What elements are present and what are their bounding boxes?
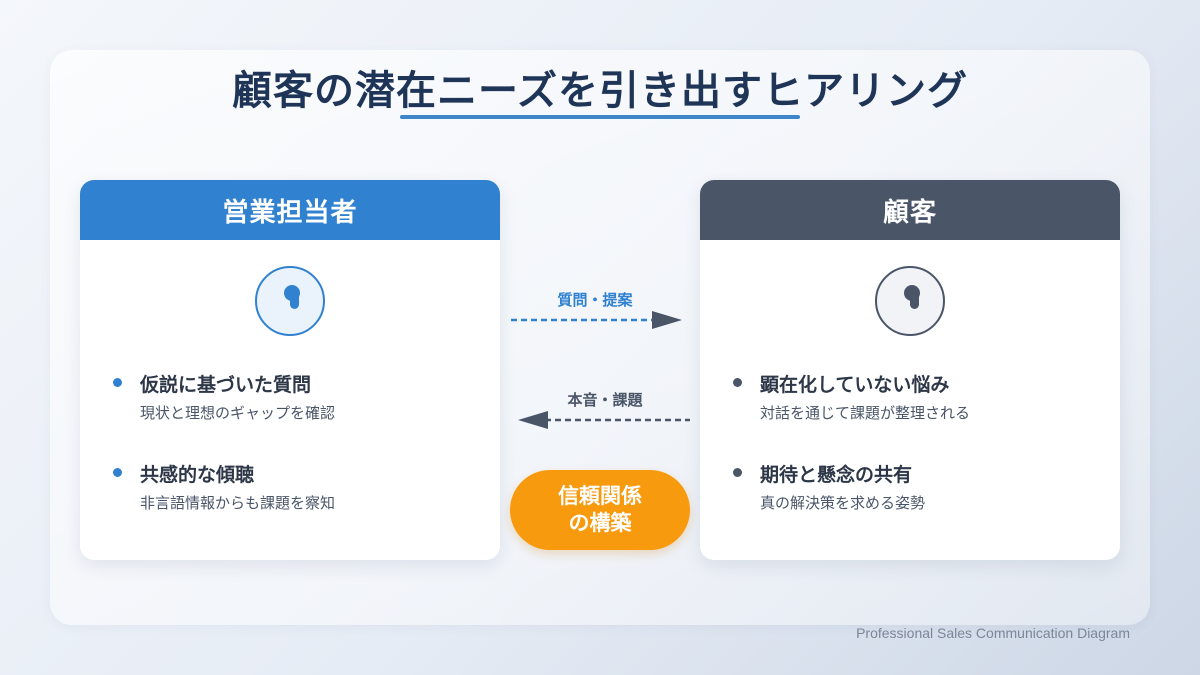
customer-item-desc: 真の解決策を求める姿勢: [760, 494, 926, 512]
page-title: 顧客の潜在ニーズを引き出すヒアリング: [232, 68, 968, 114]
sales-person-icon: [255, 266, 325, 336]
bullet-icon: [733, 378, 742, 387]
sales-item-title: 共感的な傾聴: [140, 464, 255, 486]
customer-item-title: 期待と懸念の共有: [760, 464, 913, 486]
customer-item-desc: 対話を通じて課題が整理される: [760, 404, 971, 422]
bullet-icon: [113, 468, 122, 477]
sales-card: 営業担当者 仮説に基づいた質問 現状と理想のギャップを確認 共感的な傾聴 非言語…: [80, 180, 500, 560]
bullet-icon: [733, 468, 742, 477]
customer-item-title: 顕在化していない悩み: [760, 374, 950, 396]
left-arrow-icon: [518, 411, 690, 429]
trust-badge: 信頼関係 の構築: [510, 470, 690, 550]
right-arrow-icon: [511, 311, 682, 329]
title-underline: [400, 115, 800, 119]
sales-item-desc: 非言語情報からも課題を察知: [140, 494, 336, 512]
sales-item-desc: 現状と理想のギャップを確認: [140, 404, 336, 422]
bullet-icon: [113, 378, 122, 387]
sales-card-header: 営業担当者: [80, 180, 500, 240]
trust-badge-line2: の構築: [568, 511, 632, 535]
answer-arrow-label: 本音・課題: [567, 391, 643, 409]
trust-badge-line1: 信頼関係: [558, 483, 642, 508]
customer-person-icon: [875, 266, 945, 336]
sales-item-title: 仮説に基づいた質問: [140, 374, 312, 396]
customer-card-header: 顧客: [700, 180, 1120, 240]
customer-card: 顧客 顕在化していない悩み 対話を通じて課題が整理される 期待と懸念の共有 真の…: [700, 180, 1120, 560]
footer-caption: Professional Sales Communication Diagram: [856, 625, 1130, 641]
question-arrow-label: 質問・提案: [557, 291, 633, 309]
